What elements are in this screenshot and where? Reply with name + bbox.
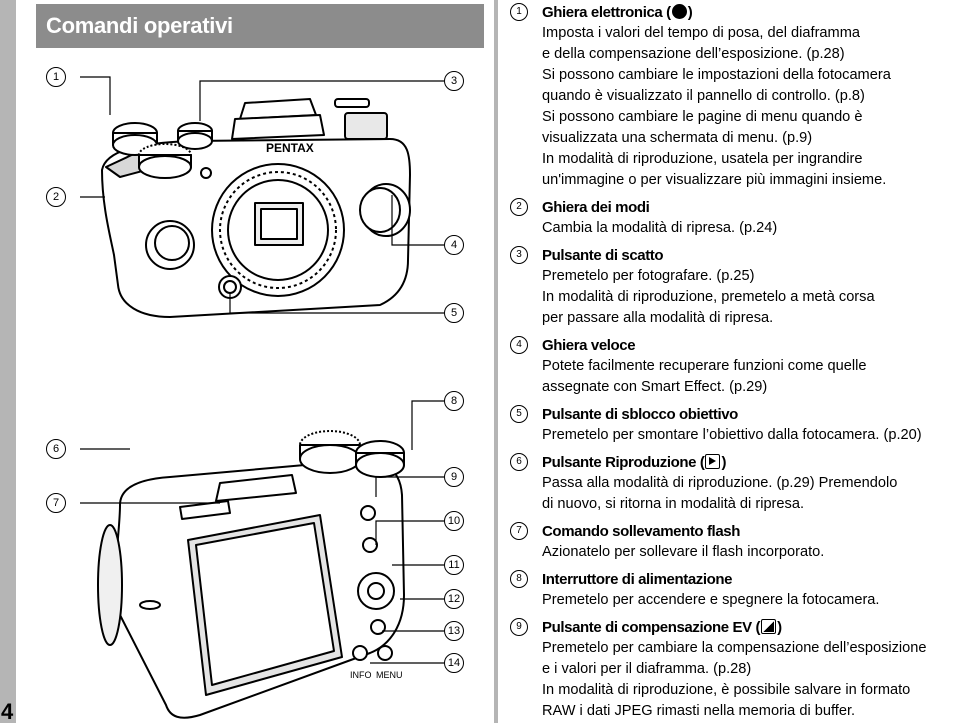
- item-description-line: Cambia la modalità di ripresa. (p.24): [542, 220, 778, 236]
- callout-7: 7: [46, 493, 66, 513]
- item-description-line: di nuovo, si ritorna in modalità di ripr…: [542, 496, 805, 512]
- page-number: 4: [1, 699, 14, 724]
- item-description-line: Si possono cambiare le pagine di menu qu…: [542, 109, 863, 125]
- item-title-close: ): [777, 619, 782, 636]
- camera-back-view: INFO MENU: [97, 430, 405, 719]
- callout-6: 6: [46, 439, 66, 459]
- camera-illustration: PENTAX: [80, 55, 480, 720]
- callout-4: 4: [444, 235, 464, 255]
- item-description-line: quando è visualizzato il pannello di con…: [542, 88, 865, 104]
- item-description-line: Si possono cambiare le impostazioni dell…: [542, 67, 891, 83]
- control-item: 6 Pulsante Riproduzione () Passa alla moda…: [505, 452, 957, 515]
- item-description-line: In modalità di riproduzione, è possibile…: [542, 682, 911, 698]
- column-divider: [494, 0, 498, 723]
- item-title: Ghiera dei modi: [542, 197, 957, 218]
- item-number: 3: [510, 246, 528, 264]
- item-title: Interruttore di alimentazione: [542, 569, 957, 590]
- item-number: 4: [510, 336, 528, 354]
- item-title-text: Pulsante di scatto: [542, 247, 664, 264]
- callout-14: 14: [444, 653, 464, 673]
- item-description-line: assegnate con Smart Effect. (p.29): [542, 379, 768, 395]
- item-number: 5: [510, 405, 528, 423]
- item-title: Pulsante di sblocco obiettivo: [542, 404, 957, 425]
- page-side-bar: [0, 0, 16, 723]
- item-description-line: visualizzata una schermata di menu. (p.9…: [542, 130, 813, 146]
- item-description-line: un'immagine o per visualizzare più immag…: [542, 172, 887, 188]
- callout-3: 3: [444, 71, 464, 91]
- item-title: Comando sollevamento flash: [542, 521, 957, 542]
- item-description-line: e della compensazione dell’esposizione. …: [542, 46, 845, 62]
- item-title-text: Pulsante Riproduzione (: [542, 454, 705, 471]
- control-descriptions: 1 Ghiera elettronica () Imposta i valori d…: [505, 2, 957, 728]
- item-title-text: Pulsante di sblocco obiettivo: [542, 406, 738, 423]
- item-description-line: In modalità di riproduzione, premetelo a…: [542, 289, 875, 305]
- item-number: 1: [510, 3, 528, 21]
- item-title: Pulsante Riproduzione (): [542, 452, 957, 473]
- ev-compensation-icon: [761, 619, 777, 634]
- menu-button-label: MENU: [376, 670, 403, 680]
- item-description-line: Passa alla modalità di riproduzione. (p.…: [542, 475, 898, 491]
- item-number: 7: [510, 522, 528, 540]
- item-description-line: Azionatelo per sollevare il flash incorp…: [542, 544, 825, 560]
- item-description-line: Imposta i valori del tempo di posa, del …: [542, 25, 860, 41]
- item-title-text: Ghiera dei modi: [542, 199, 650, 216]
- control-item: 1 Ghiera elettronica () Imposta i valori d…: [505, 2, 957, 191]
- item-title-text: Ghiera veloce: [542, 337, 636, 354]
- control-item: 9 Pulsante di compensazione EV () Premetel…: [505, 617, 957, 722]
- item-description-line: e i valori per il diaframma. (p.28): [542, 661, 752, 677]
- callout-13: 13: [444, 621, 464, 641]
- item-title: Ghiera elettronica (): [542, 2, 957, 23]
- play-icon: [705, 454, 721, 469]
- item-description-line: Premetelo per fotografare. (p.25): [542, 268, 755, 284]
- item-description-line: per passare alla modalità di ripresa.: [542, 310, 774, 326]
- item-title-text: Ghiera elettronica (: [542, 4, 671, 21]
- page-title: Comandi operativi: [46, 13, 233, 38]
- item-title: Ghiera veloce: [542, 335, 957, 356]
- item-description-line: Premetelo per smontare l’obiettivo dalla…: [542, 427, 922, 443]
- callout-12: 12: [444, 589, 464, 609]
- item-title-text: Pulsante di compensazione EV (: [542, 619, 761, 636]
- item-description-line: RAW i dati JPEG rimasti nella memoria di…: [542, 703, 856, 719]
- callout-10: 10: [444, 511, 464, 531]
- item-number: 2: [510, 198, 528, 216]
- item-title: Pulsante di scatto: [542, 245, 957, 266]
- item-title-text: Interruttore di alimentazione: [542, 571, 733, 588]
- info-button-label: INFO: [350, 670, 372, 680]
- brand-logo: PENTAX: [266, 141, 314, 155]
- callout-11: 11: [444, 555, 464, 575]
- item-title-close: ): [687, 4, 693, 21]
- camera-front-view: PENTAX: [101, 98, 411, 318]
- item-number: 6: [510, 453, 528, 471]
- item-description-line: In modalità di riproduzione, usatela per…: [542, 151, 863, 167]
- callout-1: 1: [46, 67, 66, 87]
- callout-5: 5: [444, 303, 464, 323]
- callout-8: 8: [444, 391, 464, 411]
- dial-icon: [671, 4, 687, 19]
- callout-2: 2: [46, 187, 66, 207]
- item-title-text: Comando sollevamento flash: [542, 523, 740, 540]
- item-number: 8: [510, 570, 528, 588]
- item-title: Pulsante di compensazione EV (): [542, 617, 957, 638]
- item-title-close: ): [721, 454, 727, 471]
- item-description-line: Premetelo per accendere e spegnere la fo…: [542, 592, 880, 608]
- item-description-line: Premetelo per cambiare la compensazione …: [542, 640, 927, 656]
- item-description-line: Potete facilmente recuperare funzioni co…: [542, 358, 867, 374]
- section-header: Comandi operativi: [36, 4, 484, 48]
- callout-9: 9: [444, 467, 464, 487]
- item-number: 9: [510, 618, 528, 636]
